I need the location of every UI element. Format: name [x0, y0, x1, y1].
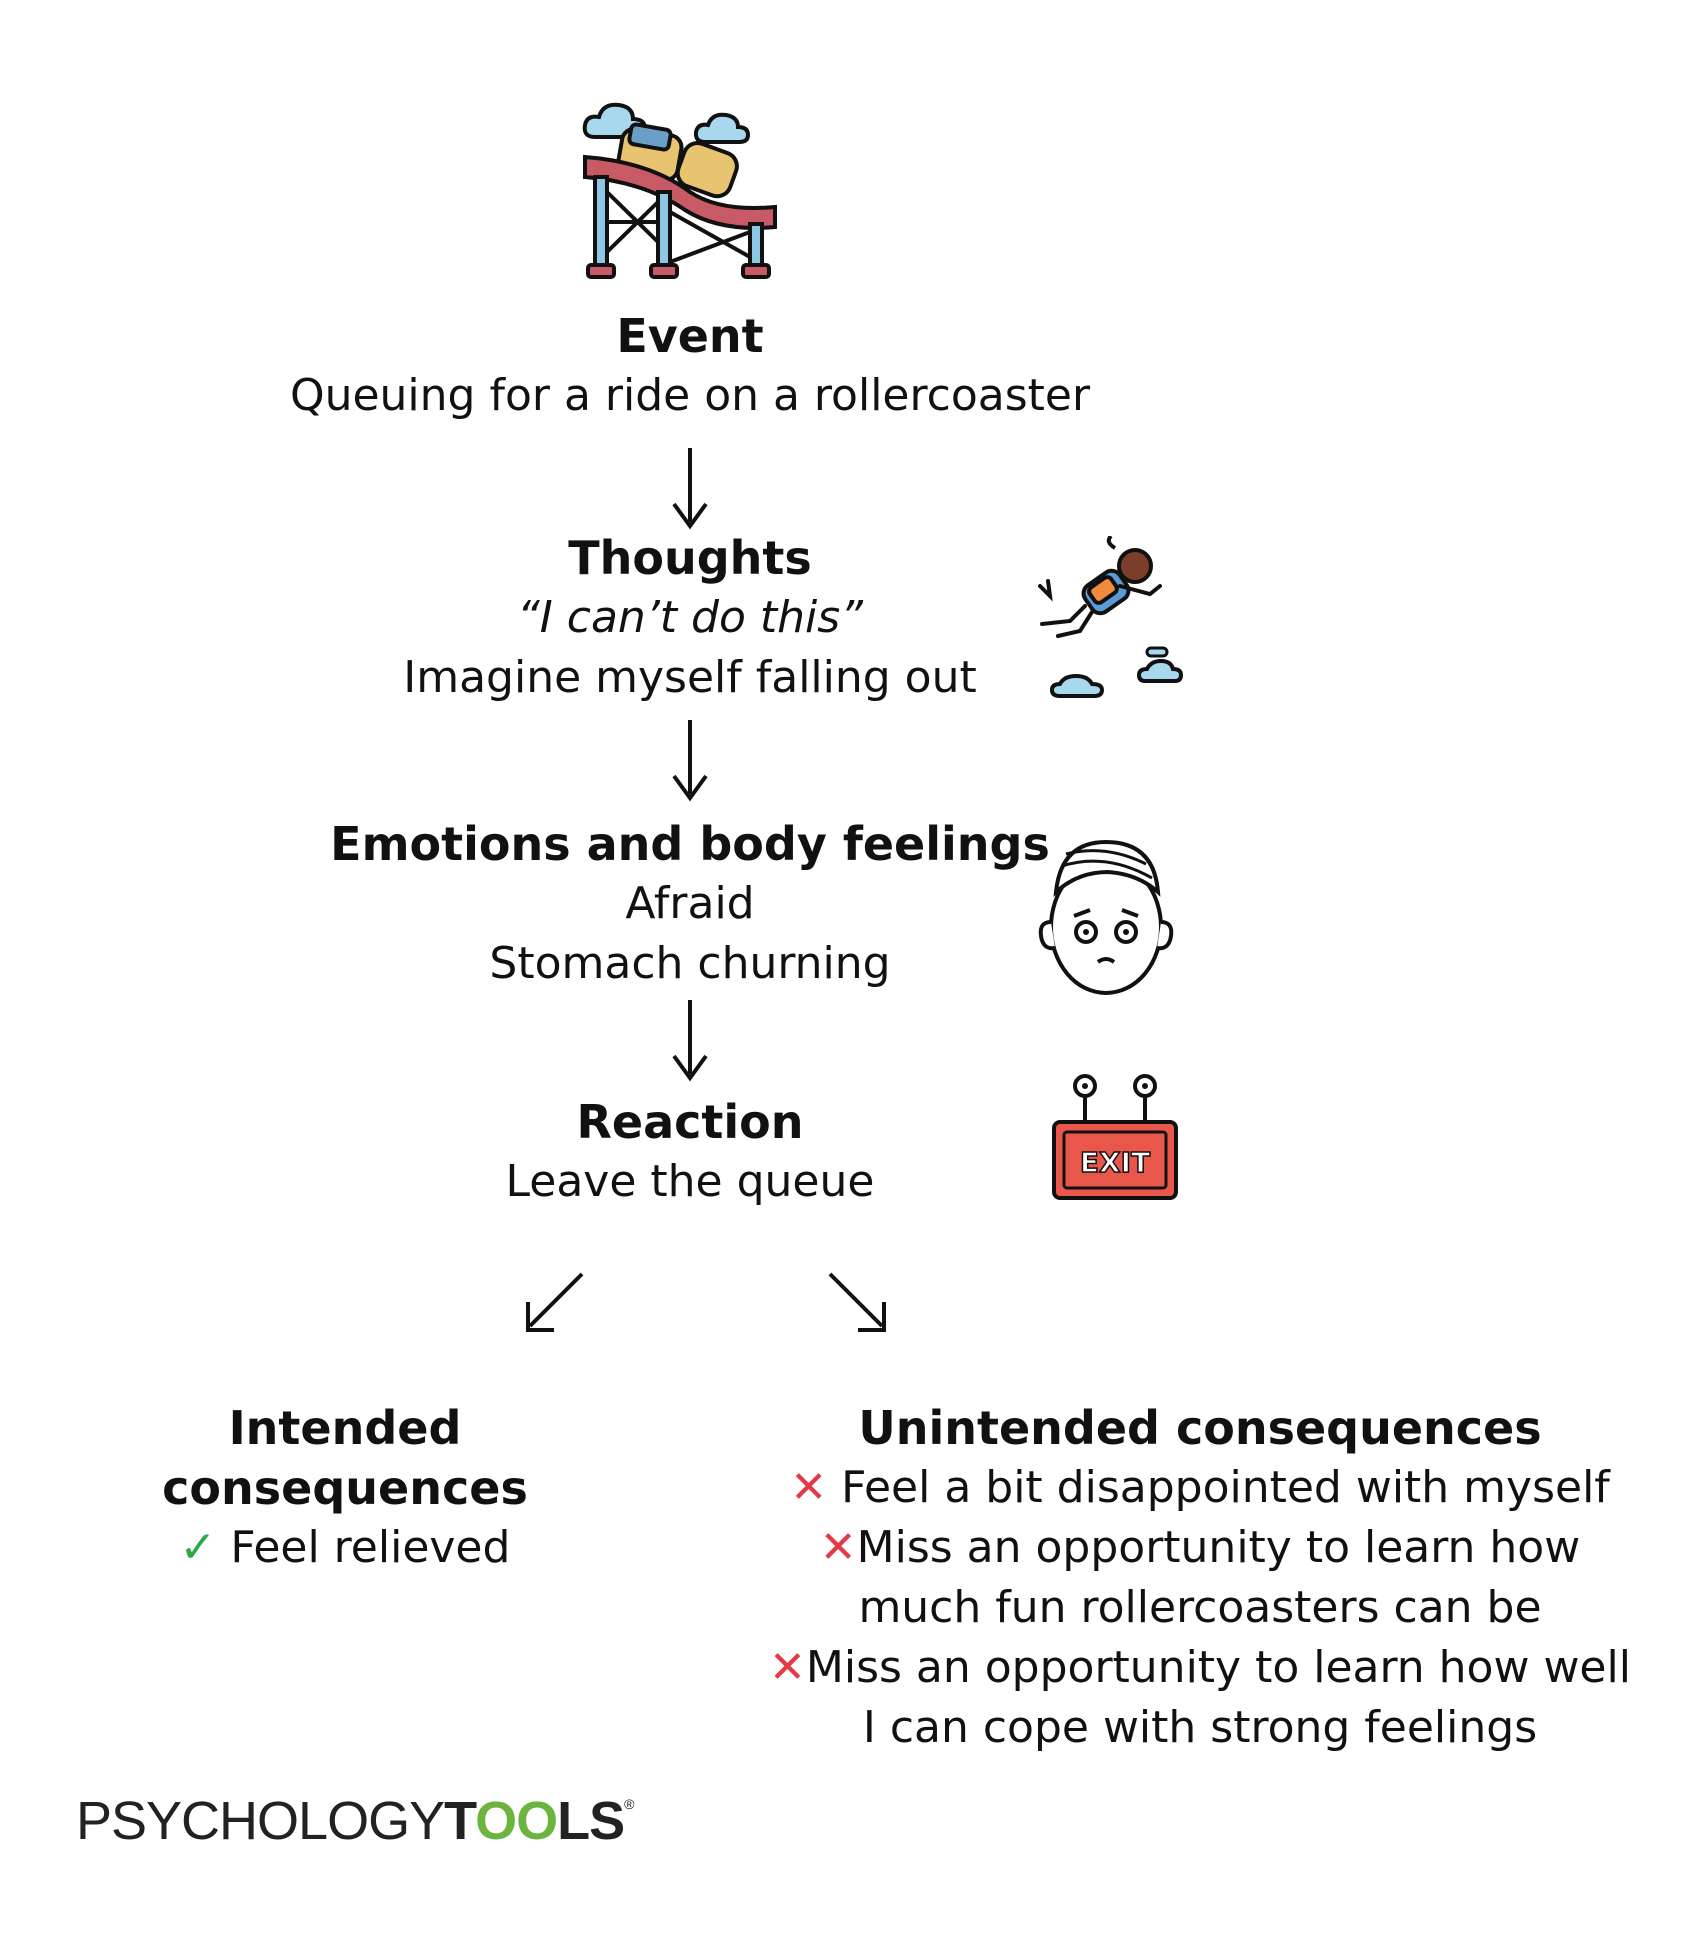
unintended-item-text: Miss an opportunity to learn how well [805, 1642, 1631, 1693]
logo-text-ls: LS [557, 1791, 625, 1851]
arrow-down-1 [672, 448, 708, 530]
registered-mark: ® [624, 1796, 634, 1812]
thoughts-quote: “I can’t do this” [517, 592, 863, 643]
emotions-text-1: Afraid [625, 878, 755, 929]
emotions-title: Emotions and body feelings [330, 817, 1050, 871]
emotions-text-2: Stomach churning [489, 938, 891, 989]
arrow-down-right [828, 1272, 886, 1332]
unintended-item-continuation: much fun rollercoasters can be [858, 1582, 1542, 1633]
intended-item-text: Feel relieved [230, 1522, 511, 1573]
cross-icon: ✕ [819, 1522, 857, 1573]
worried-face-icon [1038, 839, 1174, 995]
unintended-item: ✕Miss an opportunity to learn how [740, 1518, 1660, 1578]
check-icon: ✓ [179, 1522, 217, 1573]
falling-person-icon [1038, 536, 1184, 698]
event-stage: Event Queuing for a ride on a rollercoas… [210, 306, 1170, 426]
unintended-item-text: Feel a bit disappointed with myself [841, 1462, 1610, 1513]
cross-icon: ✕ [790, 1462, 828, 1513]
arrow-down-2 [672, 720, 708, 802]
unintended-title: Unintended consequences [858, 1401, 1542, 1455]
reaction-title: Reaction [576, 1095, 804, 1149]
intended-item: ✓ Feel relieved [60, 1518, 630, 1578]
unintended-item-text: Miss an opportunity to learn how [856, 1522, 1581, 1573]
unintended-item-continuation: I can cope with strong feelings [862, 1702, 1538, 1753]
exit-sign-text: EXIT [1080, 1146, 1150, 1179]
reaction-text: Leave the queue [505, 1156, 875, 1207]
thoughts-title: Thoughts [568, 531, 812, 585]
event-text: Queuing for a ride on a rollercoaster [289, 370, 1091, 421]
gear-icon: O [516, 1791, 558, 1851]
logo-text-light: PSYCHOLOGY [76, 1791, 445, 1851]
intended-title: Intended consequences [162, 1401, 528, 1515]
cross-icon: ✕ [769, 1642, 806, 1693]
rollercoaster-icon [582, 102, 777, 279]
event-title: Event [616, 309, 764, 363]
arrow-down-3 [672, 1000, 708, 1082]
intended-consequences: Intended consequences ✓ Feel relieved [60, 1398, 630, 1578]
exit-sign-icon: EXIT [1052, 1074, 1178, 1200]
gear-icon: O [475, 1791, 517, 1851]
unintended-consequences: Unintended consequences ✕ Feel a bit dis… [740, 1398, 1660, 1758]
psychology-tools-logo: PSYCHOLOGYTOOLS® [76, 1790, 635, 1852]
thoughts-text: Imagine myself falling out [403, 652, 977, 703]
emotions-stage: Emotions and body feelings Afraid Stomac… [210, 814, 1170, 994]
arrow-down-left [526, 1272, 584, 1332]
unintended-item: ✕ Feel a bit disappointed with myself [740, 1458, 1660, 1518]
thoughts-stage: Thoughts “I can’t do this” Imagine mysel… [210, 528, 1170, 708]
logo-text-t: T [444, 1791, 476, 1851]
unintended-item: ✕Miss an opportunity to learn how well [740, 1638, 1660, 1698]
reaction-stage: Reaction Leave the queue [210, 1092, 1170, 1212]
